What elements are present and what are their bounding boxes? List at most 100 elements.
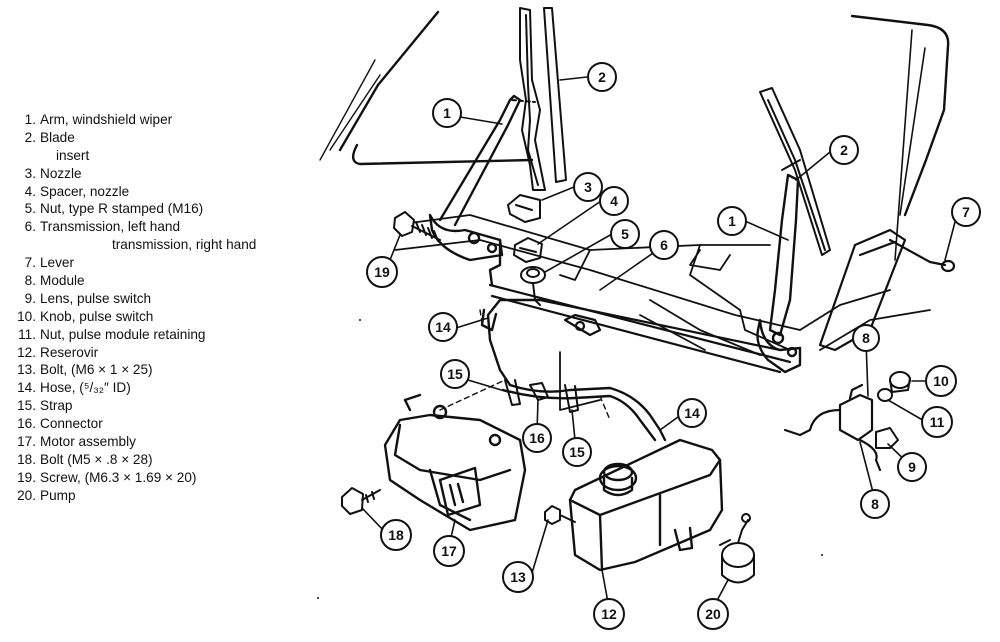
legend-item: 8.Module: [14, 272, 314, 290]
callout-reservoir: 12: [593, 598, 625, 630]
callout-module-lower: 8: [860, 489, 890, 519]
legend-text: Nut, pulse module retaining: [40, 326, 206, 342]
legend-item: 1. Arm, windshield wiper: [14, 111, 314, 129]
callout-number: 6: [660, 237, 668, 253]
legend-number: 9.: [24, 290, 36, 306]
legend-text: Nozzle: [40, 165, 82, 181]
callout-labels: 1 2 3 4 5 6 1 2 7 19 14 15 16 15 14 8 10…: [366, 62, 981, 630]
callout-number: 1: [443, 105, 451, 121]
legend-number: 19.: [17, 469, 36, 485]
legend-item: 10.Knob, pulse switch: [14, 308, 314, 326]
legend-number: 13.: [17, 362, 36, 378]
legend-number: 10.: [17, 308, 36, 324]
legend-text: Lever: [40, 255, 75, 271]
print-speckles: [317, 319, 946, 599]
legend-item: 2.Blade: [14, 129, 314, 147]
callout-number: 12: [601, 606, 617, 622]
callout-spacer: 4: [599, 186, 629, 216]
legend-number: 7.: [24, 255, 36, 271]
legend-item: 14.Hose, (⁵/₃₂″ ID): [14, 379, 314, 397]
wiper-motor: [383, 393, 527, 532]
callout-blade-right: 2: [829, 135, 859, 165]
hose-strap: [504, 379, 579, 413]
legend-number: 2.: [24, 129, 36, 145]
legend-item: 4.Spacer, nozzle: [14, 183, 314, 201]
callout-number: 11: [930, 414, 945, 430]
legend-text: Bolt (M5 × .8 × 28): [40, 451, 153, 467]
legend-number: 16.: [17, 416, 36, 432]
legend-number: 17.: [17, 434, 36, 450]
callout-lever: 7: [951, 197, 981, 227]
legend-item: 9.Lens, pulse switch: [14, 290, 314, 308]
callout-arm-right: 1: [717, 206, 747, 236]
nozzle-spacer: [513, 237, 543, 263]
motor-bolt: [341, 487, 381, 515]
legend-text: Hose, (⁵/₃₂″ ID): [40, 380, 131, 396]
callout-number: 5: [621, 226, 629, 242]
legend-text: Module: [40, 273, 85, 289]
callout-number: 2: [598, 69, 606, 85]
legend-subitem: insert: [14, 147, 314, 165]
callout-hose-lower: 14: [677, 398, 707, 428]
callout-transmission: 6: [649, 230, 679, 260]
legend-text: Connector: [40, 416, 103, 432]
legend-item: 16.Connector: [14, 415, 314, 433]
legend-number: 14.: [17, 380, 36, 396]
callout-number: 15: [569, 444, 585, 460]
callout-strap-left: 15: [440, 359, 470, 389]
washer-hose: [480, 298, 667, 442]
callout-knob: 10: [925, 365, 957, 397]
legend-text: Transmission, left hand: [40, 219, 181, 235]
callout-strap-right: 15: [562, 437, 592, 467]
callout-reservoir-bolt: 13: [502, 561, 534, 593]
right-wiper-arm: [756, 173, 802, 374]
legend-item: 20.Pump: [14, 487, 314, 505]
legend-text: Strap: [40, 398, 73, 414]
callout-number: 13: [510, 569, 526, 585]
callout-number: 2: [840, 142, 848, 158]
legend-number: 1.: [24, 112, 36, 127]
legend-subtext: insert: [56, 147, 90, 163]
callout-pump: 20: [697, 598, 729, 630]
callout-number: 10: [933, 373, 949, 389]
callout-module-upper: 8: [852, 324, 880, 352]
legend-item: 15.Strap: [14, 397, 314, 415]
legend-number: 12.: [17, 344, 36, 360]
callout-motor: 17: [433, 535, 465, 567]
legend-item: 19.Screw, (M6.3 × 1.69 × 20): [14, 469, 314, 487]
callout-number: 17: [441, 543, 457, 559]
legend-text: Screw, (M6.3 × 1.69 × 20): [40, 469, 197, 485]
legend-item: 13.Bolt, (M6 × 1 × 25): [14, 361, 314, 379]
parts-legend: 1.Arm, windshield wiper 2.Blade insert 3…: [14, 111, 314, 505]
reservoir-bolt: [544, 505, 576, 525]
callout-arm-left: 1: [432, 98, 462, 128]
callout-number: 14: [435, 319, 451, 335]
callout-number: 8: [871, 496, 879, 512]
callout-blade-left: 2: [587, 62, 617, 92]
transmission-linkage: [488, 283, 792, 374]
callout-number: 3: [584, 179, 592, 195]
legend-number: 5.: [24, 201, 36, 217]
callout-number: 9: [908, 459, 916, 475]
left-wiper-blade: [511, 7, 567, 191]
callout-number: 19: [374, 264, 390, 280]
legend-text: Arm, windshield wiper: [40, 112, 173, 127]
legend-item: 5.Nut, type R stamped (M16): [14, 200, 314, 218]
legend-text: Motor assembly: [40, 434, 136, 450]
callout-motor-bolt: 18: [380, 519, 412, 551]
legend-item: 17.Motor assembly: [14, 433, 314, 451]
callout-hose-upper: 14: [428, 312, 458, 342]
callout-number: 18: [388, 527, 404, 543]
callout-nut: 5: [610, 219, 640, 249]
legend-text: Reserovir: [40, 344, 99, 360]
legend-item: 12.Reserovir: [14, 344, 314, 362]
legend-number: 11.: [18, 326, 36, 342]
callout-screw: 19: [366, 256, 398, 288]
callout-nozzle: 3: [573, 172, 603, 202]
legend-number: 6.: [24, 219, 36, 235]
legend-number: 15.: [17, 398, 36, 414]
legend-subtext: transmission, right hand: [112, 237, 257, 253]
legend-number: 4.: [24, 183, 36, 199]
legend-item: 6.Transmission, left hand: [14, 218, 314, 236]
